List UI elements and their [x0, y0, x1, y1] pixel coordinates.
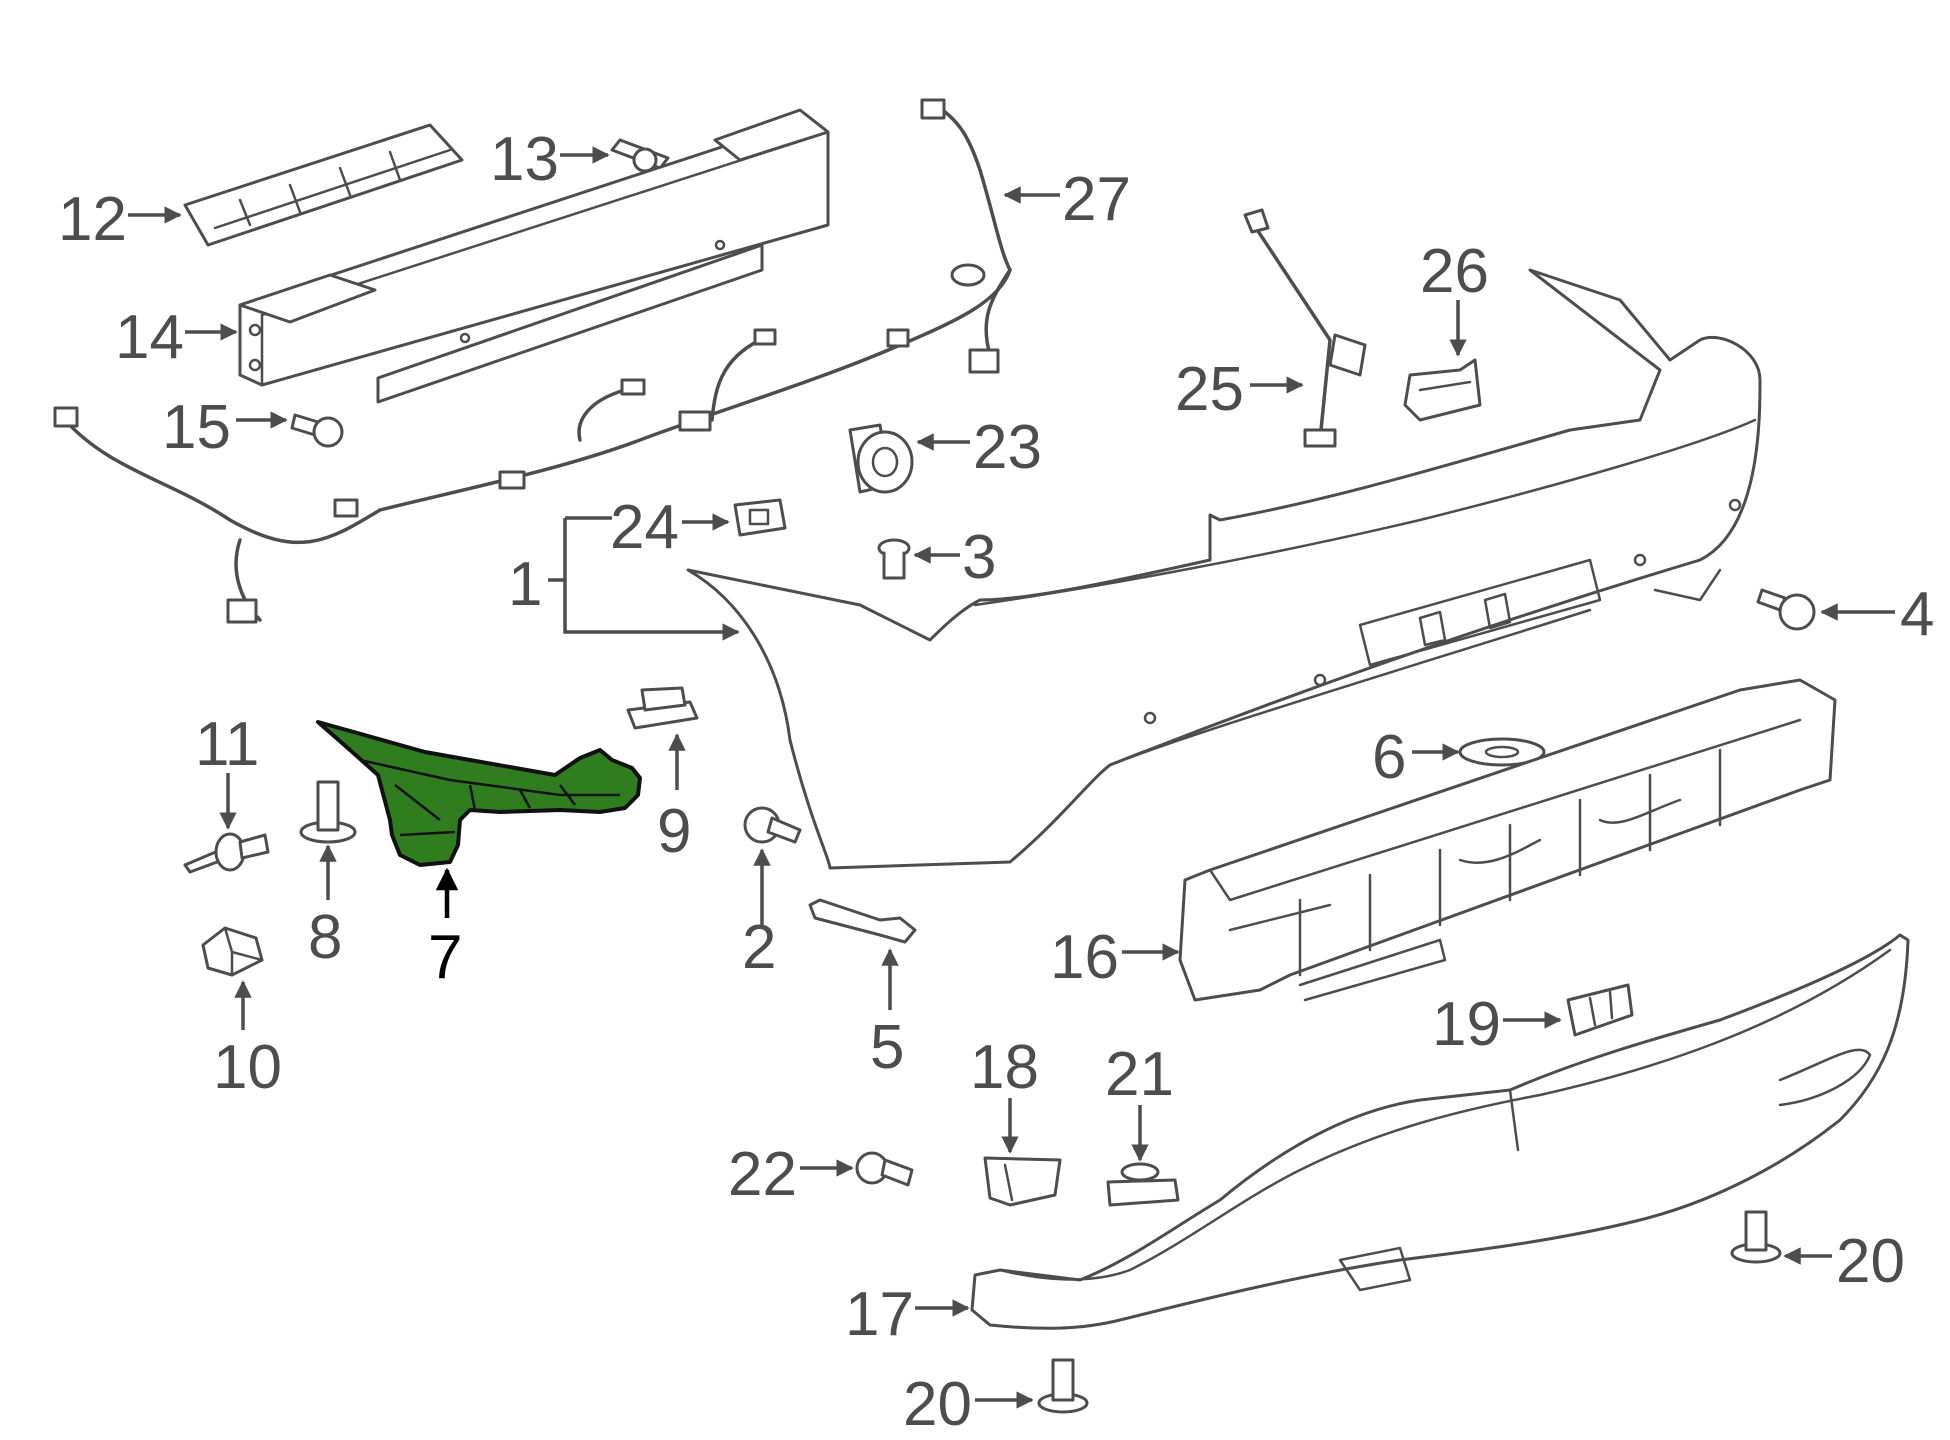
part-12-bracket-strip[interactable] — [183, 123, 464, 247]
part-20-bolt-lower[interactable] — [1037, 1358, 1089, 1414]
part-22-push-pin[interactable] — [855, 1151, 914, 1187]
part-20-bolt-upper[interactable] — [1730, 1210, 1782, 1264]
callout-7: 7 — [428, 923, 462, 992]
part-3-retainer[interactable] — [877, 538, 911, 580]
part-21-clip-nut[interactable] — [1106, 1162, 1180, 1207]
part-15-bolt[interactable] — [290, 413, 344, 448]
part-13-push-pin[interactable] — [610, 138, 670, 173]
callout-27: 27 — [1062, 165, 1131, 234]
callout-19: 19 — [1432, 990, 1501, 1059]
part-23-pad[interactable] — [848, 423, 914, 494]
callout-10: 10 — [213, 1033, 282, 1102]
part-2-push-pin[interactable] — [743, 806, 802, 844]
callout-26: 26 — [1420, 237, 1489, 306]
part-14-impact-bar[interactable] — [238, 108, 830, 404]
callout-1: 1 — [508, 550, 542, 619]
callout-20-upper: 20 — [1836, 1227, 1905, 1296]
callout-14: 14 — [115, 303, 184, 372]
part-11-rivet[interactable] — [183, 832, 270, 874]
callout-5: 5 — [870, 1013, 904, 1082]
part-19-bracket[interactable] — [1566, 983, 1634, 1037]
callouts: 1 2 3 4 5 6 7 8 9 10 11 12 13 14 15 16 1 — [58, 125, 1934, 1439]
callout-4: 4 — [1900, 580, 1934, 649]
callout-21: 21 — [1105, 1040, 1174, 1109]
callout-6: 6 — [1372, 723, 1406, 792]
callout-23: 23 — [973, 413, 1042, 482]
callout-8: 8 — [308, 903, 342, 972]
callout-15: 15 — [162, 393, 231, 462]
callout-16: 16 — [1050, 923, 1119, 992]
part-16-energy-absorber[interactable] — [1178, 678, 1837, 1002]
part-5-strap[interactable] — [808, 898, 917, 944]
part-7-bracket-highlighted[interactable] — [316, 720, 642, 867]
callout-3: 3 — [962, 523, 996, 592]
part-4-bolt[interactable] — [1756, 588, 1816, 631]
part-9-clip[interactable] — [626, 686, 699, 730]
callout-11: 11 — [195, 710, 259, 779]
callout-18: 18 — [970, 1033, 1039, 1102]
callout-24: 24 — [610, 493, 679, 562]
callout-9: 9 — [657, 797, 691, 866]
part-6-washer[interactable] — [1458, 737, 1546, 767]
part-1-bumper-cover[interactable] — [686, 268, 1762, 870]
part-24-clip[interactable] — [733, 498, 787, 537]
part-18-bracket[interactable] — [983, 1156, 1062, 1207]
callout-17: 17 — [845, 1280, 914, 1349]
part-10-block[interactable] — [201, 926, 264, 977]
callout-25: 25 — [1175, 355, 1244, 424]
part-25-sensor-lead[interactable] — [1243, 208, 1367, 448]
callout-2: 2 — [742, 913, 776, 982]
part-17-lower-valance[interactable] — [970, 933, 1910, 1330]
callout-20-lower: 20 — [903, 1370, 972, 1439]
callout-22: 22 — [728, 1140, 797, 1209]
part-26-clip[interactable] — [1403, 358, 1482, 422]
callout-12: 12 — [58, 185, 127, 254]
part-27-wiring-harness[interactable] — [53, 98, 1012, 624]
callout-13: 13 — [490, 125, 559, 194]
part-8-stud[interactable] — [299, 780, 357, 844]
